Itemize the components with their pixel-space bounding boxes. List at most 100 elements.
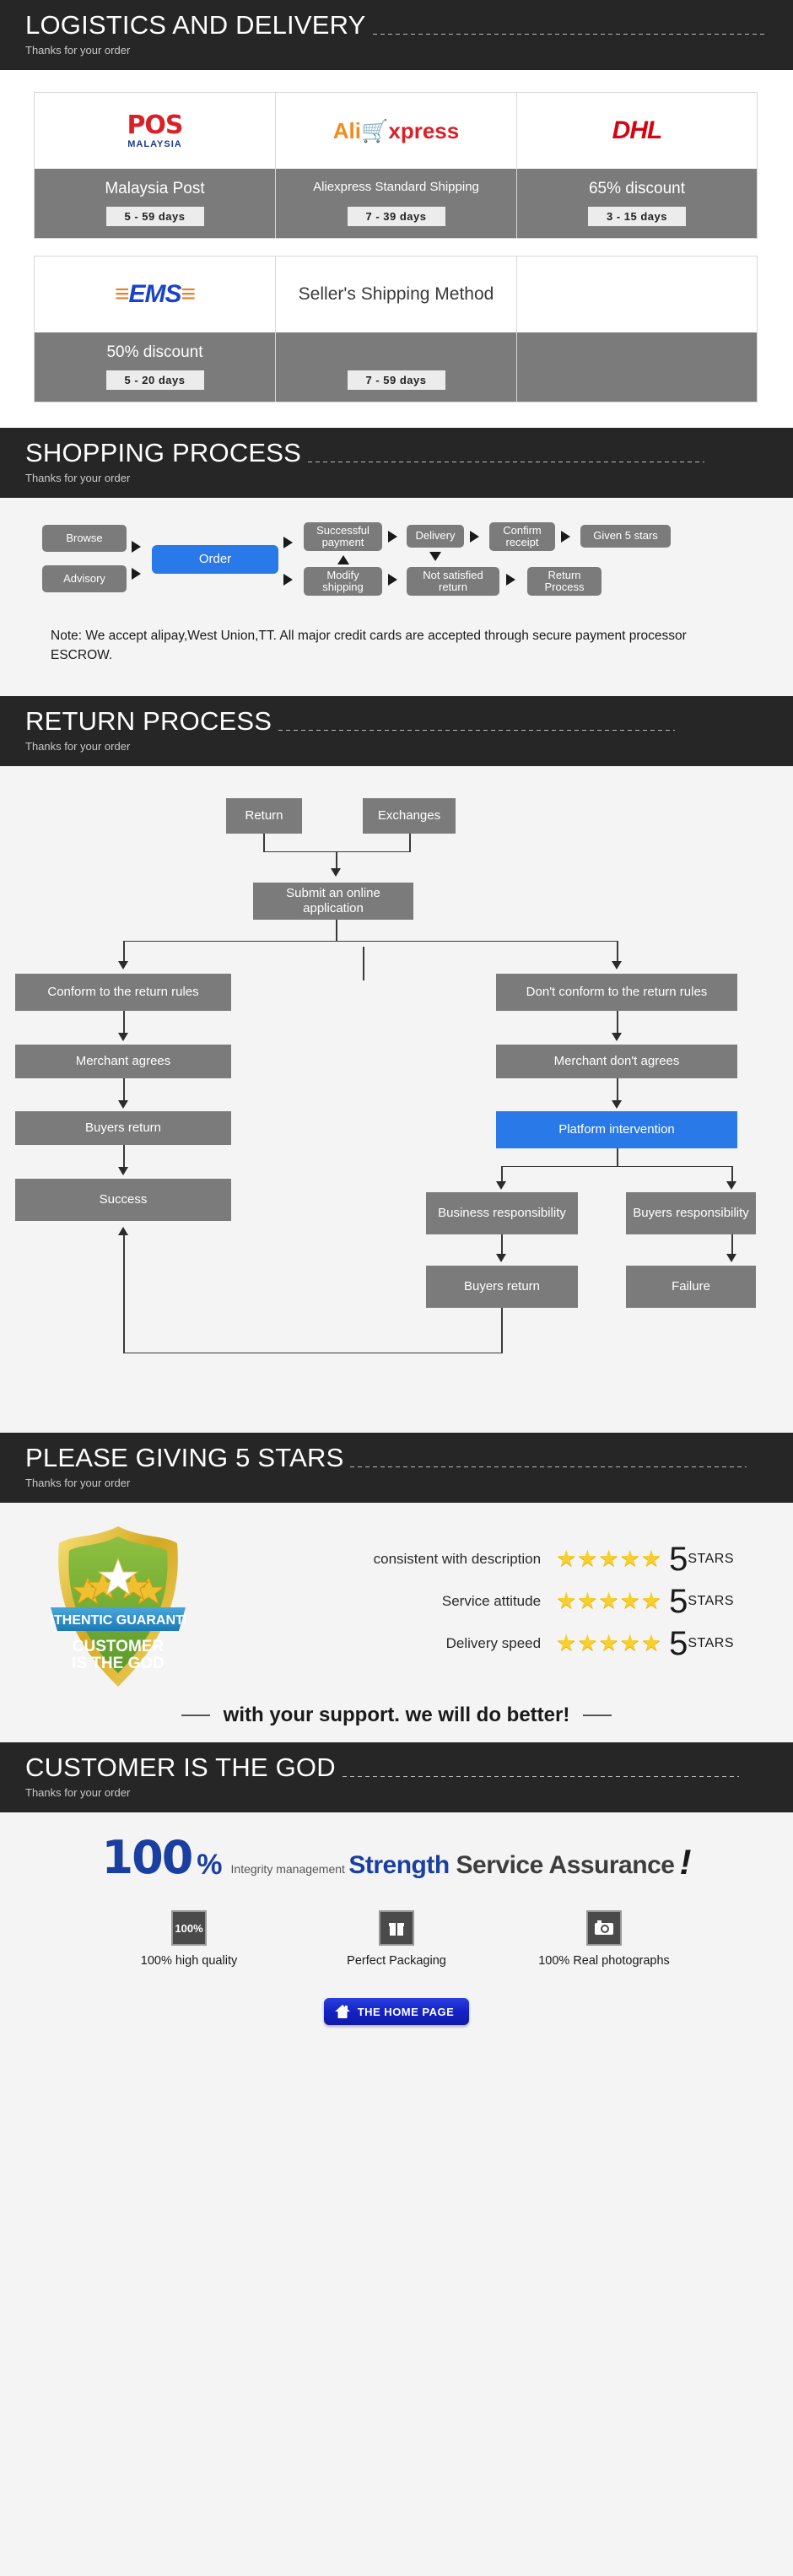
shipping-days-badge: 5 - 59 days: [105, 207, 204, 226]
rating-label: Delivery speed: [445, 1634, 542, 1651]
return-node-buyers-return-left: Buyers return: [15, 1110, 231, 1145]
dotted-rule: [278, 729, 676, 731]
section-subtitle-logistics: Thanks for your order: [25, 44, 131, 57]
connector: [409, 833, 411, 852]
dhl-logo-text: DHL: [612, 116, 663, 144]
flow-node-not-satisfied-return: Not satisfied return: [407, 567, 499, 596]
arrow-to-platform-intervention: [612, 1099, 622, 1109]
shipping-days-badge: 7 - 59 days: [347, 370, 445, 390]
arrow-order-to-modify: [283, 574, 293, 586]
pos-logo-subtext: MALAYSIA: [127, 138, 182, 149]
section-subtitle-god: Thanks for your order: [25, 1785, 131, 1799]
table-row: ≡EMS≡ 50% discount 5 - 20 days Seller's …: [34, 256, 759, 402]
home-button-label: THE HOME PAGE: [357, 2005, 455, 2018]
support-slogan: with your support. we will do better!: [0, 1704, 793, 1727]
shipping-days-badge: 5 - 20 days: [105, 370, 204, 390]
return-node-exchanges: Exchanges: [363, 797, 456, 834]
shipping-card-body: [517, 332, 757, 402]
star-rating-icon: ★★★★★: [556, 1546, 663, 1571]
rating-row-service-attitude: Service attitude ★★★★★ 5 STARS: [202, 1582, 759, 1620]
product-description-page: LOGISTICS AND DELIVERY Thanks for your o…: [0, 0, 793, 2060]
section-header-returns: RETURN PROCESS Thanks for your order: [0, 695, 793, 766]
return-node-conform-rules: Conform to the return rules: [15, 973, 231, 1011]
flow-node-successful-payment: Successful payment: [304, 522, 382, 551]
shopping-process-diagram: Browse Advisory Order Successful payment…: [0, 498, 793, 696]
gift-box-icon: [379, 1910, 414, 1947]
section-subtitle-returns: Thanks for your order: [25, 739, 131, 753]
section-subtitle-stars: Thanks for your order: [25, 1476, 131, 1489]
shipping-method-name: Aliexpress Standard Shipping: [313, 180, 479, 194]
connector: [731, 1165, 733, 1183]
arrow-browse-to-order: [132, 541, 141, 553]
flow-node-order: Order: [152, 545, 278, 574]
connector-stub: [363, 946, 364, 980]
shipping-card-dhl: DHL 65% discount 3 - 15 days: [516, 92, 758, 239]
arrow-to-not-conform: [612, 960, 622, 969]
flow-node-return-process: Return Process: [527, 567, 601, 596]
return-node-platform-intervention: Platform intervention: [496, 1110, 737, 1148]
dhl-logo: DHL: [517, 93, 757, 169]
shield-line1: CUSTOMER: [73, 1638, 165, 1655]
shipping-method-name: 65% discount: [588, 180, 686, 197]
arrow-modify-to-payment: [337, 555, 349, 564]
title-row: PLEASE GIVING 5 STARS: [25, 1445, 768, 1471]
rating-label: consistent with description: [373, 1550, 542, 1567]
arrow-loop-to-success: [118, 1226, 128, 1235]
feature-high-quality: 100% 100% high quality: [109, 1910, 269, 1968]
ems-logo-text: EMS: [128, 280, 181, 308]
connector: [123, 1144, 125, 1170]
flow-node-browse: Browse: [42, 525, 127, 552]
connector: [263, 833, 265, 852]
rating-value: 5: [669, 1582, 688, 1620]
star-rating-icon: ★★★★★: [556, 1630, 663, 1655]
rating-value: 5: [669, 1540, 688, 1578]
connector: [123, 1077, 125, 1104]
connector: [123, 1234, 125, 1353]
page-title-shopping: SHOPPING PROCESS: [25, 438, 302, 467]
arrow-to-business-responsibility: [496, 1180, 506, 1190]
pos-logo-text: POS: [127, 110, 183, 140]
title-row: LOGISTICS AND DELIVERY: [25, 12, 768, 38]
arrow-to-conform: [118, 960, 128, 969]
assurance-service: Service Assurance: [456, 1851, 675, 1880]
arrow-confirm-to-stars: [561, 531, 570, 543]
assurance-percent: %: [197, 1848, 223, 1881]
flow-node-confirm-receipt: Confirm receipt: [489, 522, 555, 551]
table-row: POS MALAYSIA Malaysia Post 5 - 59 days A…: [34, 92, 759, 239]
section-header-logistics: LOGISTICS AND DELIVERY Thanks for your o…: [0, 0, 793, 70]
arrow-order-to-payment: [283, 537, 293, 548]
empty-logo-slot: [517, 257, 757, 332]
shipping-method-name: Malaysia Post: [105, 180, 205, 197]
feature-label: 100% Real photographs: [538, 1954, 670, 1968]
connector: [123, 1352, 503, 1353]
pos-malaysia-logo: POS MALAYSIA: [35, 93, 275, 169]
shipping-card-ems: ≡EMS≡ 50% discount 5 - 20 days: [34, 256, 275, 402]
shipping-card-body: 65% discount 3 - 15 days: [517, 169, 757, 238]
assurance-section: 100 % Integrity management Strength Serv…: [0, 1812, 793, 2060]
title-row: SHOPPING PROCESS: [25, 440, 768, 466]
ratings-list: consistent with description ★★★★★ 5 STAR…: [202, 1540, 759, 1671]
arrow-modify-to-not-satisfied: [388, 574, 397, 586]
connector: [336, 919, 337, 942]
home-page-button[interactable]: THE HOME PAGE: [323, 1998, 470, 2026]
shipping-card-body: 50% discount 5 - 20 days: [35, 332, 275, 402]
shipping-days-badge: 7 - 39 days: [347, 207, 445, 226]
page-title-returns: RETURN PROCESS: [25, 705, 272, 736]
return-node-success: Success: [15, 1178, 231, 1221]
connector: [501, 1165, 732, 1167]
shipping-method-name: [276, 341, 516, 363]
percent-100-icon: 100%: [171, 1910, 207, 1947]
flow-node-delivery: Delivery: [407, 525, 464, 548]
flow-node-given-5-stars: Given 5 stars: [580, 525, 671, 548]
connector: [501, 1165, 503, 1183]
ems-logo: ≡EMS≡: [35, 257, 275, 332]
shipping-card-aliexpress: Ali🛒xpress Aliexpress Standard Shipping …: [275, 92, 516, 239]
section-header-god: CUSTOMER IS THE GOD Thanks for your orde…: [0, 1742, 793, 1812]
return-node-return: Return: [226, 797, 302, 834]
page-title-stars: PLEASE GIVING 5 STARS: [25, 1442, 344, 1472]
arrow-merchant-to-buyers-return: [118, 1099, 128, 1109]
arrow-advisory-to-order: [132, 568, 141, 580]
feature-label: Perfect Packaging: [347, 1954, 446, 1968]
sellers-shipping-logo: Seller's Shipping Method: [276, 257, 516, 332]
rating-unit: STARS: [688, 1593, 734, 1608]
